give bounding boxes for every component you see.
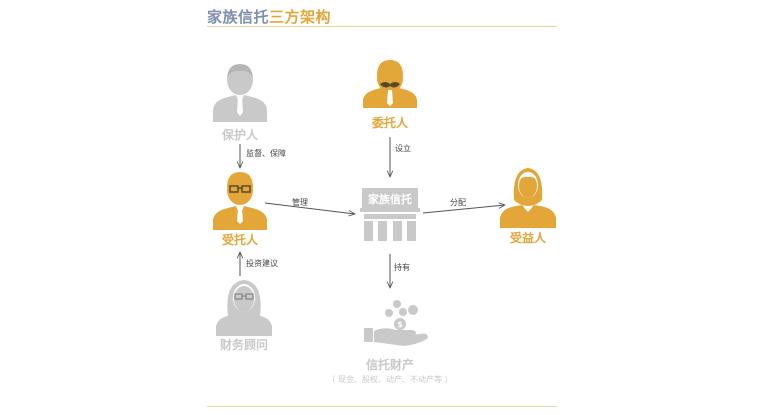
- arrow-trust-to-beneficiary: [422, 205, 505, 214]
- top-divider: [207, 26, 557, 27]
- trustee-label: 受托人: [222, 232, 259, 247]
- edge-label-distribute: 分配: [450, 198, 466, 207]
- bottom-divider: [207, 406, 557, 407]
- financial-advisor-icon: [216, 280, 272, 336]
- settlor-label: 委托人: [371, 115, 409, 130]
- financial-advisor-label: 财务顾问: [219, 337, 268, 352]
- family-trust-label: 家族信托: [368, 192, 412, 206]
- trustee-icon: [213, 172, 267, 230]
- title-part-2: 三方架构: [269, 8, 332, 26]
- protector-label: 保护人: [221, 127, 259, 142]
- beneficiary-icon: [500, 168, 556, 228]
- protector-icon: [213, 64, 267, 122]
- svg-text:$: $: [397, 320, 403, 329]
- trust-assets-label: 信托财产: [366, 357, 414, 372]
- beneficiary-label: 受益人: [510, 230, 547, 245]
- page-title: 家族信托三方架构: [207, 6, 331, 27]
- title-part-1: 家族信托: [207, 8, 270, 26]
- edge-label-advise: 投资建议: [246, 258, 278, 268]
- edge-label-manage: 管理: [292, 197, 308, 207]
- edge-label-establish: 设立: [395, 143, 411, 153]
- settlor-icon: [363, 60, 417, 108]
- arrow-trustee-to-trust: [264, 202, 355, 214]
- edge-label-hold: 持有: [394, 262, 410, 272]
- trust-assets-icon: $: [364, 300, 428, 346]
- edge-label-supervise: 监督、保障: [246, 148, 286, 158]
- trust-assets-sublabel: （ 现金、股权、动产、不动产等 ）: [327, 374, 452, 384]
- family-trust-building-icon: [360, 188, 420, 241]
